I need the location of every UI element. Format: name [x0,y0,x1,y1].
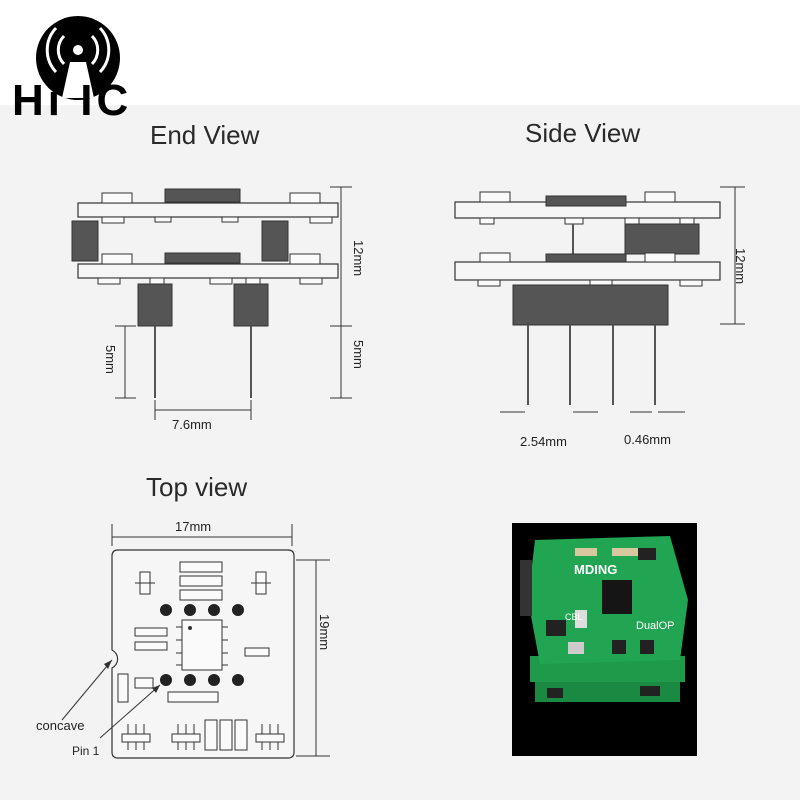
top-view-drawing [61,524,330,759]
photo-model-silk: DualOP [636,620,675,632]
side-view-title: Side View [525,118,641,148]
photo-cbl-silk: CBL [565,612,583,622]
side-view-pitch-label: 2.54mm [520,434,567,449]
photo-brand-silk: MDING [574,562,618,577]
side-view-height-label: 12mm [733,248,748,285]
side-view-drawing [454,186,745,413]
side-view-pin-width-label: 0.46mm [624,432,671,447]
end-view-spacing-label: 7.6mm [172,417,212,432]
end-view-drawing [71,186,352,420]
end-view-height-label: 12mm [351,240,366,277]
antenna-signal-icon [45,26,111,98]
top-view-title: Top view [146,472,248,502]
module-photo [512,523,697,756]
logo-text: Hi IC [12,76,133,125]
top-view-height-label: 19mm [317,614,332,651]
top-view-width-label: 17mm [175,519,212,534]
end-view-title: End View [150,120,260,150]
concave-label: concave [36,718,85,733]
pin1-label: Pin 1 [72,744,100,758]
end-view-pin-label: 5mm [351,340,366,369]
end-view-pin-left-label: 5mm [103,345,118,374]
